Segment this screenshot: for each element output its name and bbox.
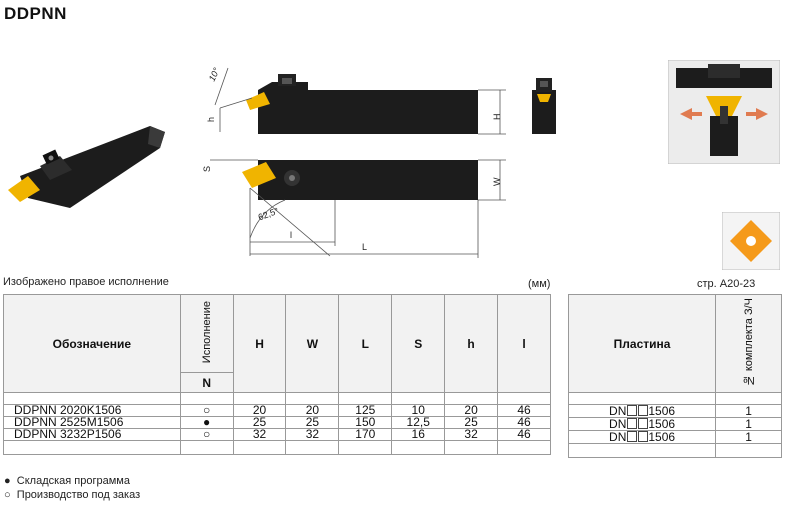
dim-H-label: H [492, 114, 502, 121]
insert-thumbnail [722, 212, 780, 270]
angle-lead-label: 62,5° [257, 206, 281, 223]
col-execution-sub: N [179, 372, 234, 393]
clamp-mechanism-illustration [668, 60, 780, 164]
col-W: W [285, 294, 340, 393]
arrow-left-icon [680, 108, 702, 120]
col-designation: Обозначение [3, 294, 181, 393]
page-title: DDPNN [4, 4, 67, 23]
dim-S-label: S [202, 166, 212, 172]
col-S: S [391, 294, 446, 393]
insert-icon [8, 176, 40, 202]
legend-order: ○ Производство под заказ [4, 489, 141, 501]
dim-l-label: l [290, 230, 292, 240]
dim-L-label: L [362, 242, 367, 252]
col-kit: № комплекта З/Ч [715, 294, 782, 393]
order-bullet-icon: ○ [4, 489, 11, 501]
col-h: h [444, 294, 499, 393]
unit-label: (мм) [528, 278, 551, 290]
page-reference: стр. А20-23 [697, 278, 756, 290]
col-L: L [338, 294, 393, 393]
col-insert: Пластина [567, 294, 717, 393]
tool-holder-illustration [8, 126, 165, 208]
table-row: DDPNN 3232P1506 ○ 32 32 170 16 32 46 [3, 428, 551, 441]
col-l: l [497, 294, 551, 393]
angle-top-label: 10° [207, 66, 222, 83]
arrow-right-icon [746, 108, 768, 120]
legend-stock: ● Складская программа [4, 475, 130, 487]
spec-table: Обозначение Исполнение H W L S h l N DDP… [3, 294, 551, 455]
stock-bullet-icon: ● [4, 475, 11, 487]
dim-h-label: h [206, 117, 216, 122]
col-execution: Исполнение [179, 294, 234, 373]
dim-W-label: W [492, 177, 502, 186]
caption: Изображено правое исполнение [3, 276, 169, 288]
technical-drawing: 10° h H S W 62,5° l L [202, 66, 506, 258]
col-H: H [232, 294, 287, 393]
end-view-drawing [532, 78, 556, 134]
